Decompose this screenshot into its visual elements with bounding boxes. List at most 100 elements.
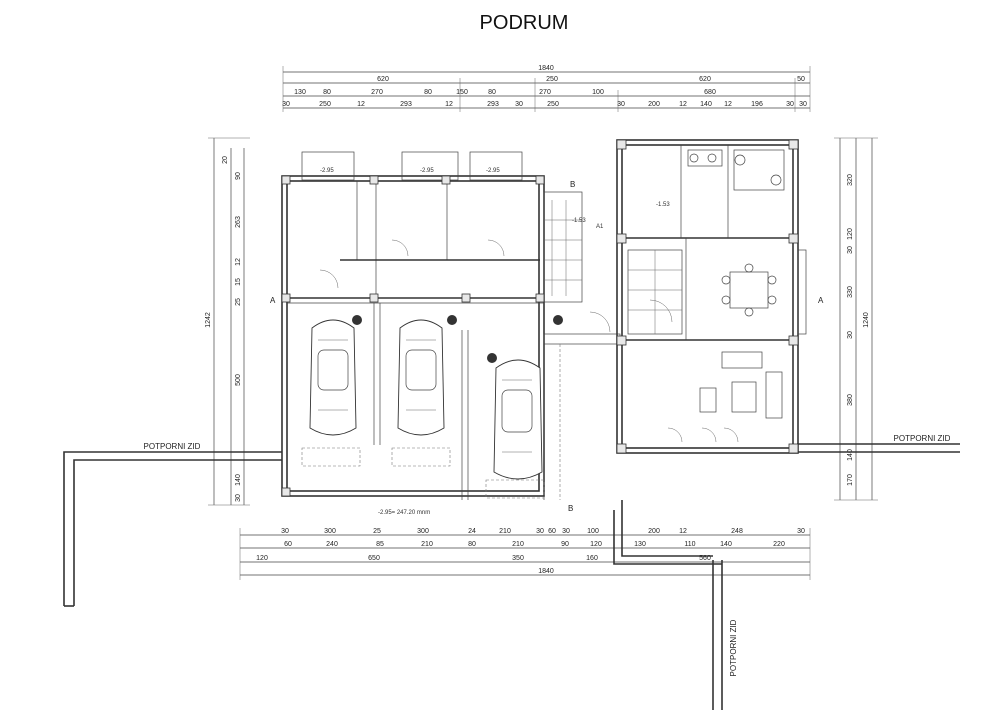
top-dimensions: 1840 620 250 620 50 130 80 270 80 150 80… bbox=[282, 65, 811, 112]
dim-top-r2: 50 bbox=[797, 76, 805, 83]
garage-block bbox=[281, 151, 563, 500]
level-note: -2.95= 247.20 mnm bbox=[378, 510, 430, 516]
house-block bbox=[616, 139, 807, 454]
dim-bottom-r1: 24 bbox=[468, 528, 476, 535]
room-mark: -1.53 bbox=[656, 202, 670, 208]
dim-top-r4: 250 bbox=[547, 101, 559, 108]
dim-top-r4: 30 bbox=[515, 101, 523, 108]
dim-top-r4: 30 bbox=[786, 101, 794, 108]
dim-bottom-r3: 350 bbox=[512, 555, 524, 562]
retaining-walls bbox=[63, 443, 960, 710]
bottom-dimensions: 30 300 25 300 24 210 30 60 30 100 200 12… bbox=[239, 528, 811, 580]
room-mark: -1.53 bbox=[572, 218, 586, 224]
dim-total-top: 1840 bbox=[538, 65, 554, 72]
dim-left: 15 bbox=[235, 278, 242, 286]
retaining-wall-label-right: POTPORNI ZID bbox=[894, 434, 951, 443]
dim-bottom-r1: 200 bbox=[648, 528, 660, 535]
left-dimensions: 20 90 263 12 15 25 500 140 30 1242 bbox=[205, 137, 250, 506]
dim-bottom-r2: 240 bbox=[326, 541, 338, 548]
dim-left: 500 bbox=[235, 374, 242, 386]
dim-bottom-r2: 110 bbox=[684, 541, 695, 548]
dim-top-r3: 100 bbox=[592, 89, 604, 96]
dim-top-r4: 200 bbox=[648, 101, 660, 108]
right-dimensions: 320 120 30 330 30 380 140 170 1240 bbox=[834, 137, 878, 501]
dim-top-r4: 140 bbox=[700, 101, 712, 108]
dim-top-r3: 80 bbox=[424, 89, 432, 96]
plan-title: PODRUM bbox=[480, 12, 569, 34]
dim-bottom-r2: 210 bbox=[421, 541, 433, 548]
dim-top-r4: 30 bbox=[282, 101, 290, 108]
dim-right: 320 bbox=[847, 174, 854, 186]
dim-bottom-r2: 60 bbox=[284, 541, 292, 548]
dim-bottom-r3: 650 bbox=[368, 555, 380, 562]
dim-top-r4: 12 bbox=[724, 101, 732, 108]
room-mark: A1 bbox=[596, 224, 604, 230]
dim-bottom-r1: 300 bbox=[324, 528, 336, 535]
dim-top-r3: 80 bbox=[323, 89, 331, 96]
dim-bottom-r2: 210 bbox=[512, 541, 524, 548]
dim-bottom-r2: 80 bbox=[468, 541, 476, 548]
dim-left: 12 bbox=[235, 258, 242, 266]
dim-top-r3: 270 bbox=[371, 89, 383, 96]
dim-top-r3: 680 bbox=[704, 89, 716, 96]
section-a-right: A bbox=[818, 296, 824, 305]
dim-left: 90 bbox=[235, 172, 242, 180]
dim-right: 30 bbox=[847, 331, 854, 339]
dim-top-r2: 620 bbox=[699, 76, 711, 83]
dim-bottom-r1: 30 bbox=[536, 528, 544, 535]
retaining-wall-label-bottom: POTPORNI ZID bbox=[729, 619, 738, 676]
car-3 bbox=[493, 359, 543, 480]
dim-right: 140 bbox=[847, 449, 854, 461]
dim-right-total: 1240 bbox=[863, 312, 870, 328]
dim-left: 30 bbox=[235, 494, 242, 502]
dim-top-r4: 293 bbox=[487, 101, 499, 108]
car-1 bbox=[309, 319, 357, 436]
car-2 bbox=[397, 319, 445, 436]
dim-bottom-r1: 30 bbox=[281, 528, 289, 535]
dim-right: 120 bbox=[847, 228, 854, 240]
dim-top-r4: 12 bbox=[357, 101, 365, 108]
dim-bottom-r1: 30 bbox=[797, 528, 805, 535]
dim-bottom-r1: 248 bbox=[731, 528, 743, 535]
dim-top-r3: 150 bbox=[456, 89, 468, 96]
dim-bottom-r2: 140 bbox=[720, 541, 732, 548]
dim-right: 30 bbox=[847, 246, 854, 254]
dim-left: 20 bbox=[222, 156, 229, 164]
dim-top-r4: 30 bbox=[799, 101, 807, 108]
dim-bottom-r3: 160 bbox=[586, 555, 598, 562]
dim-bottom-r3: 120 bbox=[256, 555, 268, 562]
dim-bottom-r1: 210 bbox=[499, 528, 511, 535]
room-mark: -2.95 bbox=[320, 168, 334, 174]
dim-top-r3: 80 bbox=[488, 89, 496, 96]
dim-bottom-r2: 120 bbox=[590, 541, 602, 548]
dim-bottom-r2: 85 bbox=[376, 541, 384, 548]
dim-bottom-r1: 100 bbox=[587, 528, 599, 535]
dim-bottom-r1: 300 bbox=[417, 528, 429, 535]
dim-top-r3: 270 bbox=[539, 89, 551, 96]
dim-right: 330 bbox=[847, 286, 854, 298]
section-a-left: A bbox=[270, 296, 276, 305]
section-b-top: B bbox=[570, 180, 575, 189]
dim-bottom-r1: 60 bbox=[548, 528, 556, 535]
dim-bottom-r3: 560 bbox=[699, 555, 711, 562]
dim-top-r2: 250 bbox=[546, 76, 558, 83]
dim-top-r4: 12 bbox=[679, 101, 687, 108]
dim-right: 170 bbox=[847, 474, 854, 486]
dim-bottom-r2: 220 bbox=[773, 541, 785, 548]
dim-top-r4: 250 bbox=[319, 101, 331, 108]
room-mark: -2.95 bbox=[420, 168, 434, 174]
dim-bottom-r1: 25 bbox=[373, 528, 381, 535]
dim-left-total: 1242 bbox=[205, 312, 212, 328]
section-b-bottom: B bbox=[568, 504, 573, 513]
dim-top-r3: 130 bbox=[294, 89, 306, 96]
room-mark: -2.95 bbox=[486, 168, 500, 174]
dim-top-r4: 196 bbox=[751, 101, 763, 108]
dim-top-r4: 30 bbox=[617, 101, 625, 108]
dim-top-r2: 620 bbox=[377, 76, 389, 83]
stair-corridor bbox=[543, 191, 621, 500]
dim-bottom-r1: 30 bbox=[562, 528, 570, 535]
dim-bottom-r2: 90 bbox=[561, 541, 569, 548]
dim-right: 380 bbox=[847, 394, 854, 406]
dim-left: 140 bbox=[235, 474, 242, 486]
